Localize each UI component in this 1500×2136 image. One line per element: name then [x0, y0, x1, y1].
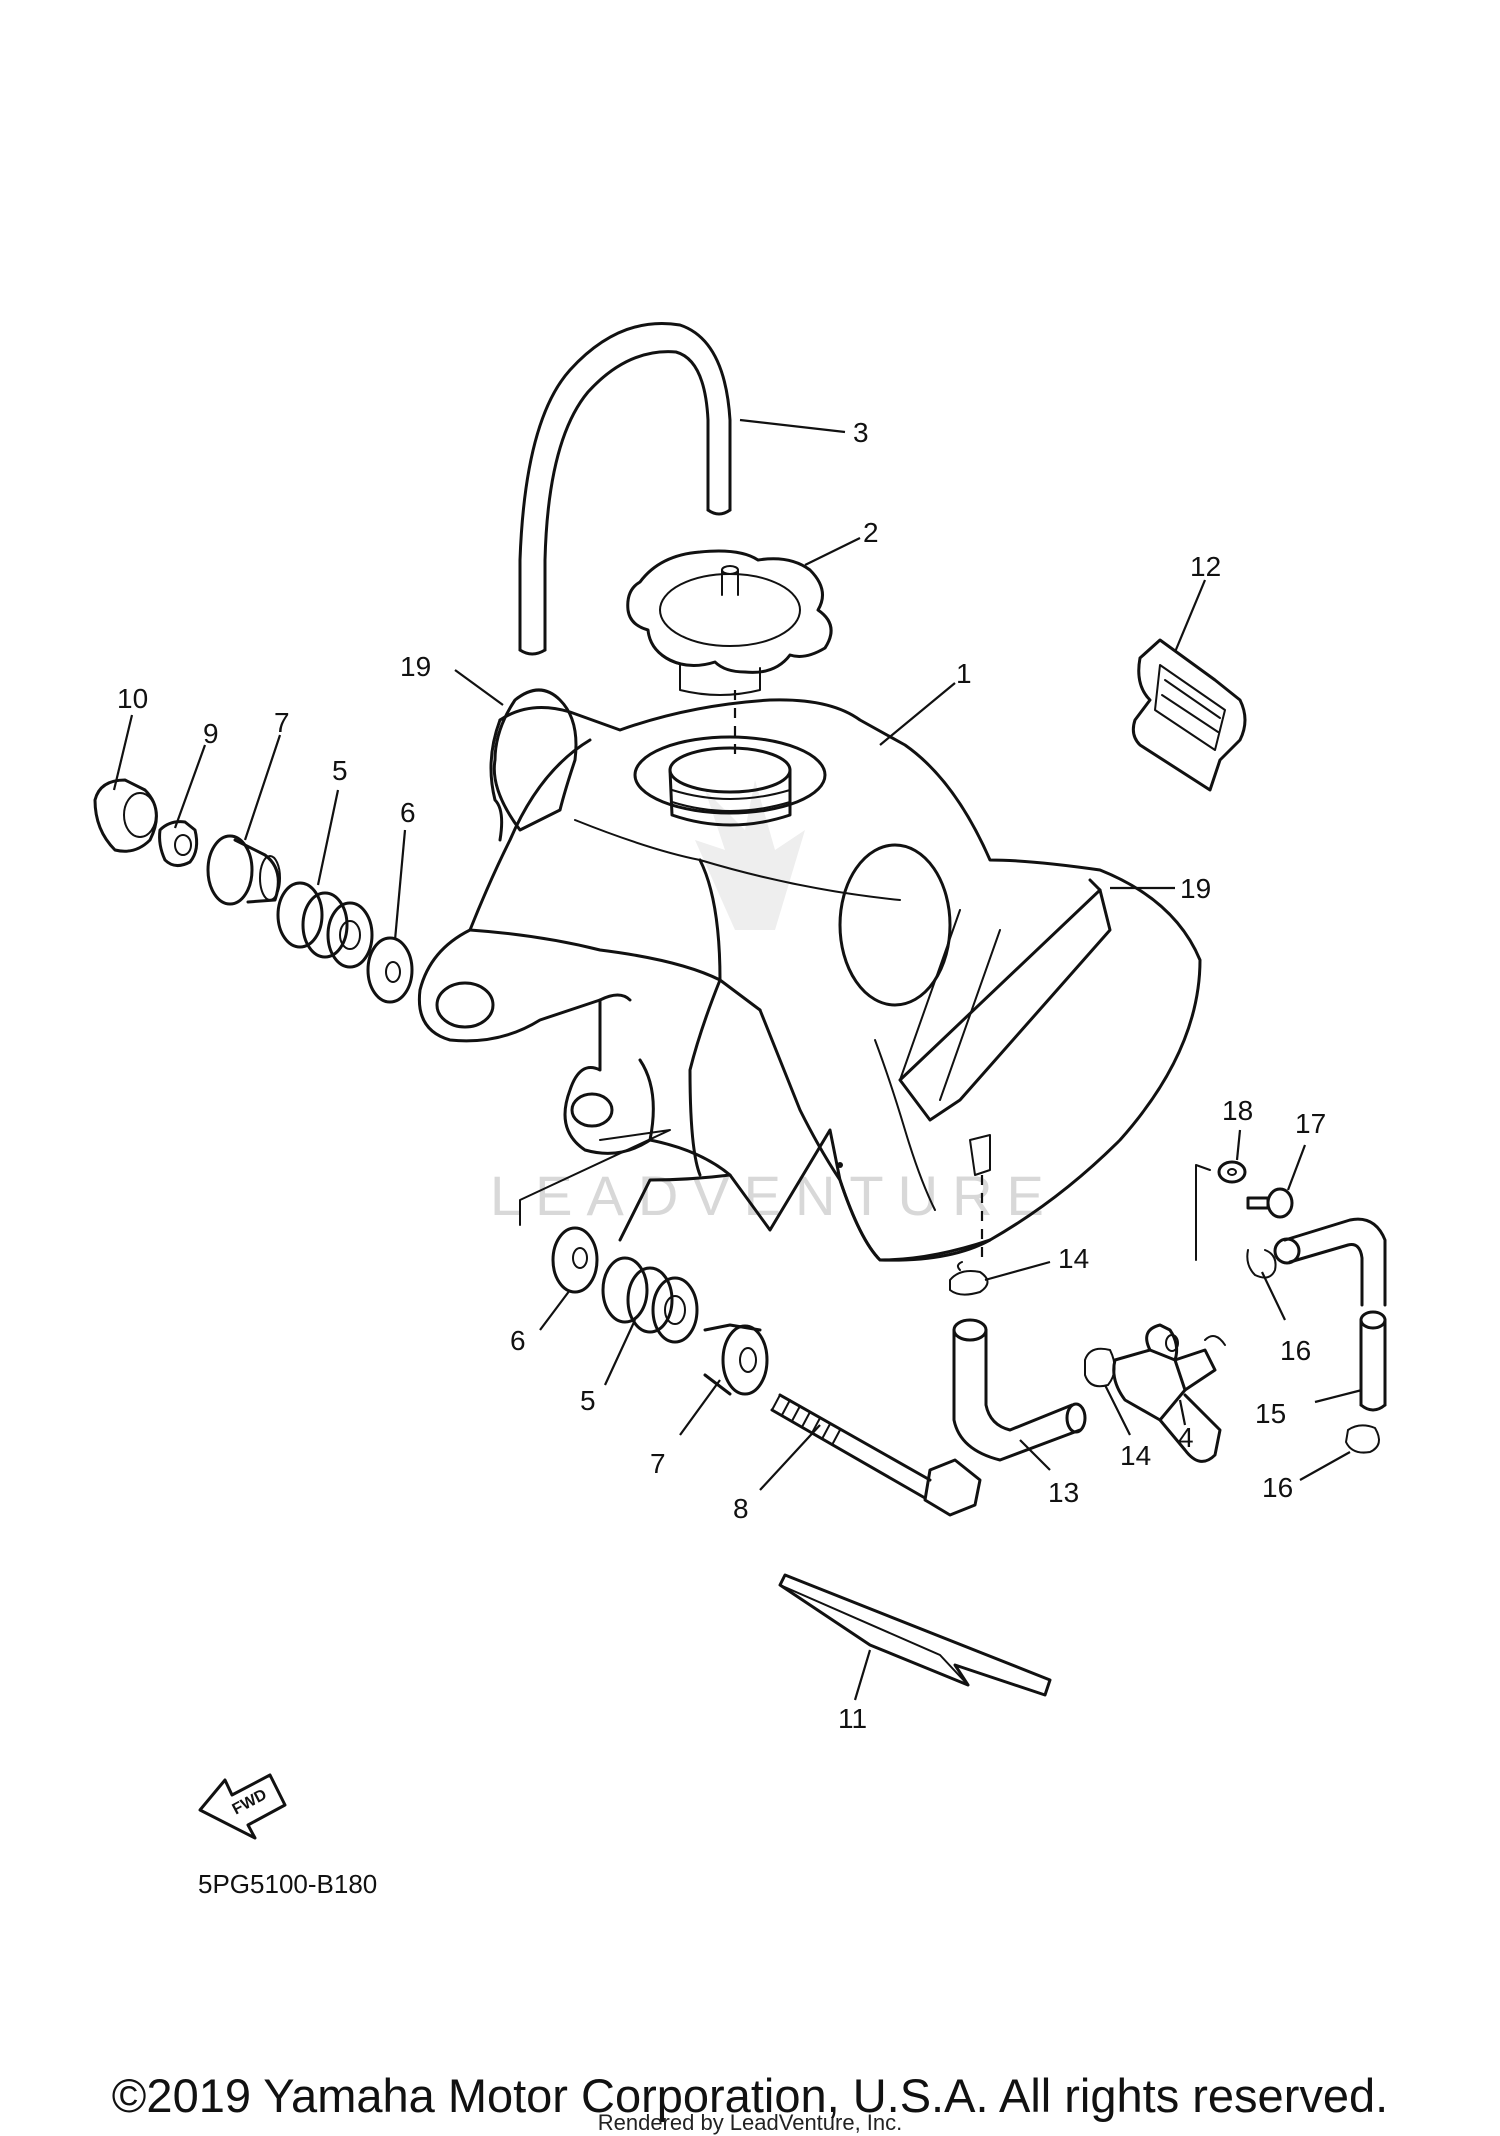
- callout-6-upper: 6: [400, 797, 416, 828]
- callout-14-upper: 14: [1058, 1243, 1089, 1274]
- drawing-code: 5PG5100-B180: [198, 1869, 377, 1899]
- callout-6-lower: 6: [510, 1325, 526, 1356]
- watermark: LEADVENTURE: [490, 780, 1058, 1227]
- callout-18: 18: [1222, 1095, 1253, 1126]
- callout-10: 10: [117, 683, 148, 714]
- callout-4: 4: [1178, 1422, 1194, 1453]
- callout-8: 8: [733, 1493, 749, 1524]
- fwd-arrow-icon: FWD: [198, 1773, 287, 1840]
- callout-16-lower: 16: [1262, 1472, 1293, 1503]
- damper-pad: [1131, 638, 1247, 792]
- callout-1: 1: [956, 658, 972, 689]
- callout-2: 2: [863, 517, 879, 548]
- copyright-notice: ©2019 Yamaha Motor Corporation, U.S.A. A…: [111, 2069, 1389, 2122]
- callout-19-right: 19: [1180, 873, 1211, 904]
- callout-9: 9: [203, 718, 219, 749]
- callout-15: 15: [1255, 1398, 1286, 1429]
- leader-lines: [112, 418, 1363, 1701]
- callout-3: 3: [853, 417, 869, 448]
- callout-numbers: 3 2 1 12 19 19 10 9 7 5 6 6 5 7 8 14 13 …: [117, 417, 1326, 1734]
- callout-7-upper: 7: [274, 707, 290, 738]
- callout-11: 11: [838, 1703, 867, 1734]
- callout-5-lower: 5: [580, 1385, 596, 1416]
- breather-hose: [518, 321, 732, 656]
- rendered-by-notice: Rendered by LeadVenture, Inc.: [597, 2110, 903, 2135]
- left-mount-hardware: [93, 778, 414, 1004]
- tape-strip: [778, 1573, 1052, 1697]
- callout-16-upper: 16: [1280, 1335, 1311, 1366]
- callout-13: 13: [1048, 1477, 1079, 1508]
- fuel-tank: [417, 688, 1202, 1262]
- callout-12: 12: [1190, 551, 1221, 582]
- callout-7-lower: 7: [650, 1448, 666, 1479]
- watermark-text: LEADVENTURE: [490, 1164, 1058, 1227]
- callout-19-left: 19: [400, 651, 431, 682]
- callout-14-lower: 14: [1120, 1440, 1151, 1471]
- fuel-cap: [626, 549, 833, 760]
- lower-mount-hardware: [519, 1129, 982, 1517]
- callout-5-upper: 5: [332, 755, 348, 786]
- callout-17: 17: [1295, 1108, 1326, 1139]
- fuel-cock-assembly: [949, 1160, 1387, 1463]
- fwd-label: FWD: [230, 1786, 270, 1818]
